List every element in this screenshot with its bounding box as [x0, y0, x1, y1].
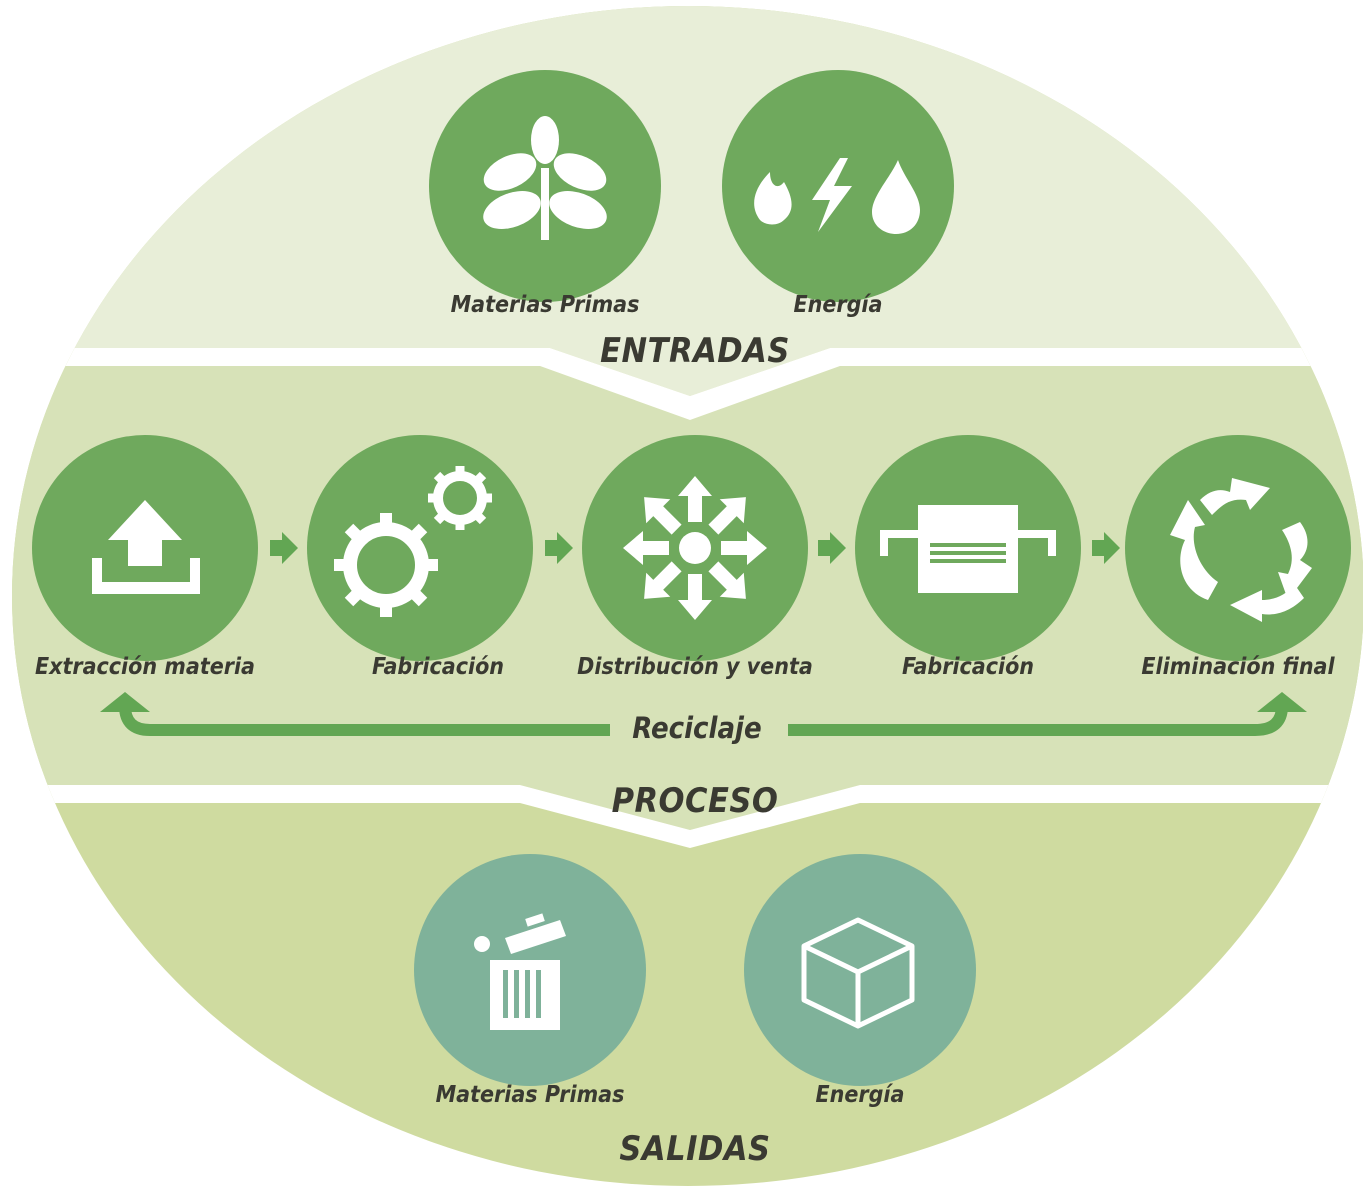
arrow-step-3 — [818, 532, 846, 564]
distribution-arrows-icon — [623, 476, 767, 620]
plant-sprout-icon — [483, 116, 607, 240]
arrow-step-1 — [270, 532, 298, 564]
proceso-title: PROCESO — [612, 781, 779, 821]
step-label-eliminacion: Eliminación final — [1141, 654, 1335, 680]
box-cube-icon — [801, 917, 915, 1029]
materias-primas-output-label: Materias Primas — [436, 1082, 625, 1108]
distribution-arrow — [708, 561, 746, 599]
arrow-step-2 — [545, 532, 573, 564]
recycle-icon — [1170, 478, 1312, 622]
trash-bin-icon — [474, 913, 566, 1030]
distribution-arrow — [644, 561, 682, 599]
upload-extract-icon — [92, 500, 200, 594]
energia-input-label: Energía — [794, 292, 883, 318]
reciclaje-label: Reciclaje — [632, 711, 761, 745]
salidas-title: SALIDAS — [619, 1129, 770, 1169]
gears-icon — [334, 466, 492, 617]
arrow-step-4 — [1092, 532, 1120, 564]
recycle-loop-arrow — [100, 692, 1307, 736]
distribution-arrow — [623, 531, 669, 565]
materias-primas-input-label: Materias Primas — [451, 292, 640, 318]
entradas-title: ENTRADAS — [600, 331, 790, 371]
fire-bolt-drop-icon — [754, 158, 920, 234]
hands-product-icon — [880, 505, 1056, 593]
step-label-fabricacion-1: Fabricación — [372, 654, 504, 680]
recycle-arrowhead-left — [100, 692, 150, 712]
entradas-section: Materias Primas Energía ENTRADAS — [429, 70, 954, 371]
step-arrows — [270, 532, 1120, 564]
step-label-fabricacion-2: Fabricación — [902, 654, 1034, 680]
distribution-arrow — [708, 497, 746, 535]
salidas-section: Materias Primas Energía SALIDAS — [414, 854, 976, 1169]
distribution-arrow — [721, 531, 767, 565]
divider-top — [12, 348, 1363, 420]
energia-output-label: Energía — [816, 1082, 905, 1108]
divider-bottom — [12, 785, 1363, 848]
proceso-section: Extracción materia Fabricación Distribuc… — [32, 435, 1351, 821]
distribution-arrow — [678, 476, 712, 522]
entradas-band — [12, 6, 1363, 396]
eliminacion-circle — [1125, 435, 1351, 661]
recycle-arrowhead-right — [1257, 692, 1307, 712]
distribution-arrow — [644, 497, 682, 535]
distribution-arrow — [678, 574, 712, 620]
step-label-distribucion: Distribución y venta — [577, 654, 813, 680]
step-label-extraccion: Extracción materia — [35, 654, 255, 680]
